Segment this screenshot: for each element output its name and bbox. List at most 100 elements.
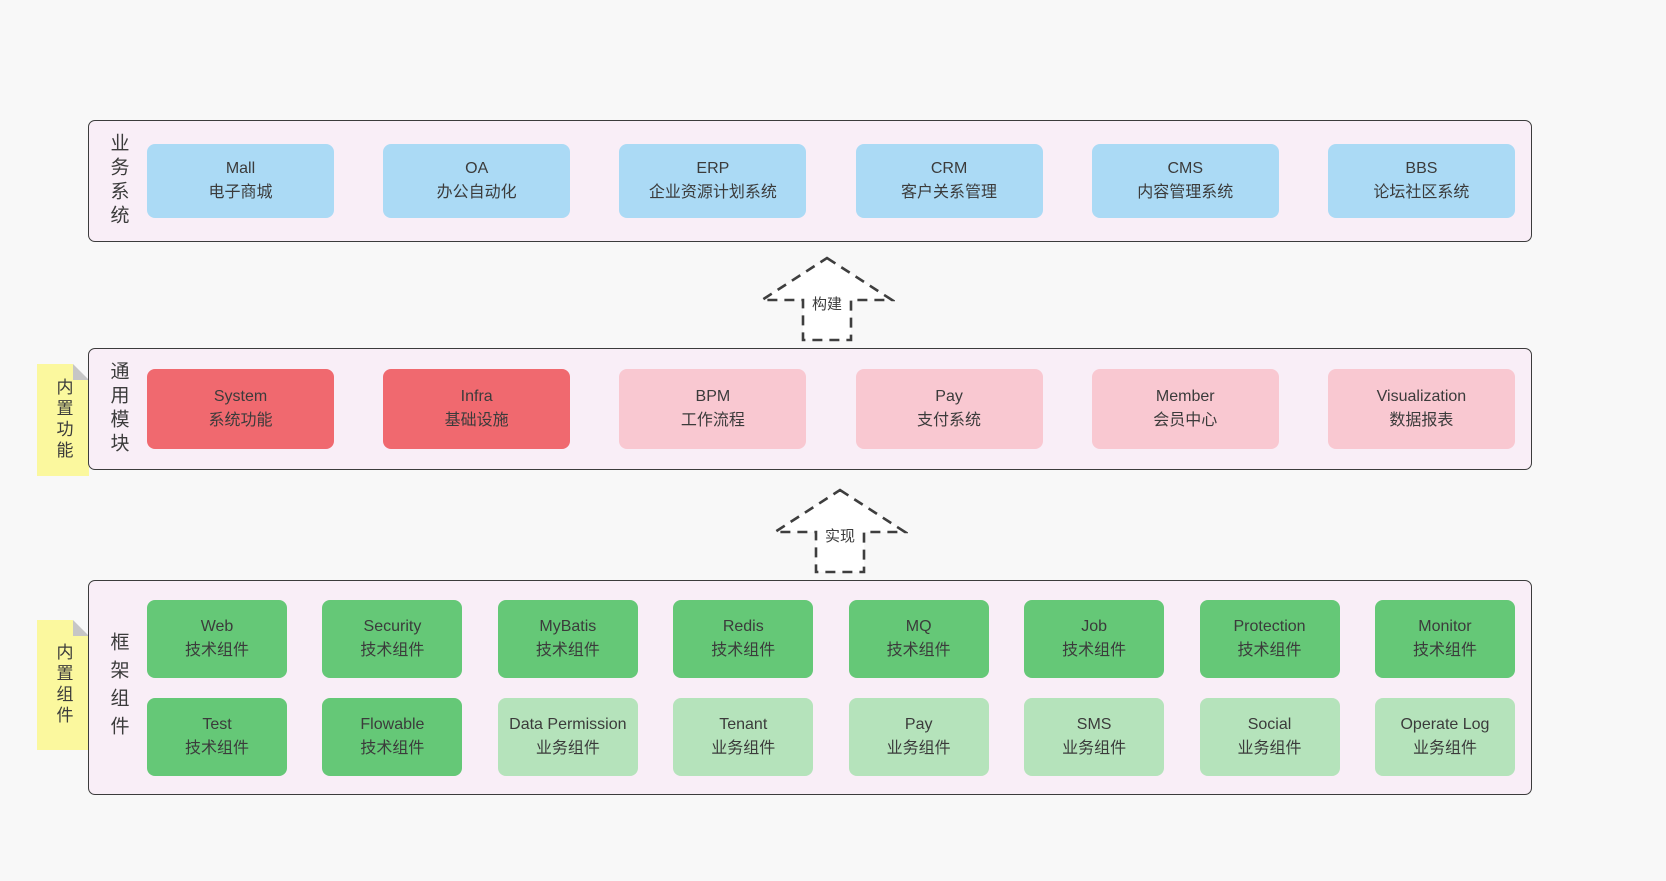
node-pay-component: Pay 业务组件 [848, 697, 989, 776]
node-zh-label: 支付系统 [917, 412, 982, 429]
node-test: Test 技术组件 [147, 697, 287, 776]
node-en-label: BPM [695, 388, 731, 405]
layer-label-framework-components: 框架组件 [107, 631, 129, 744]
node-en-label: Data Permission [509, 715, 627, 733]
node-en-label: Job [1081, 617, 1107, 635]
arrow-implement: 实现 [770, 487, 910, 575]
node-pay: Pay 支付系统 [855, 369, 1043, 449]
node-zh-label: 电子商城 [208, 184, 273, 201]
node-security: Security 技术组件 [322, 599, 463, 678]
node-system: System 系统功能 [147, 369, 334, 449]
component-rows: Web 技术组件 Security 技术组件 MyBatis 技术组件 Redi… [147, 581, 1531, 794]
node-web: Web 技术组件 [147, 599, 287, 678]
node-en-label: Web [200, 617, 234, 635]
node-zh-label: 基础设施 [444, 412, 509, 429]
node-en-label: Flowable [360, 715, 425, 733]
node-tenant: Tenant 业务组件 [673, 697, 814, 776]
node-en-label: Member [1155, 388, 1215, 405]
node-erp: ERP 企业资源计划系统 [619, 144, 807, 218]
arrow-build-label: 构建 [808, 293, 846, 314]
node-protection: Protection 技术组件 [1199, 599, 1340, 678]
node-zh-label: 业务组件 [535, 739, 600, 757]
node-zh-label: 技术组件 [1237, 641, 1302, 659]
node-zh-label: 技术组件 [360, 739, 425, 757]
node-bbs: BBS 论坛社区系统 [1327, 144, 1515, 218]
node-crm: CRM 客户关系管理 [855, 144, 1043, 218]
node-zh-label: 业务组件 [1412, 739, 1477, 757]
node-en-label: Security [363, 617, 422, 635]
node-zh-label: 系统功能 [208, 412, 273, 429]
layer-label-business-systems: 业务系统 [107, 133, 129, 229]
node-en-label: Social [1247, 715, 1292, 733]
module-node-row: System 系统功能 Infra 基础设施 BPM 工作流程 Pay 支付系统… [147, 349, 1531, 469]
node-en-label: Operate Log [1400, 715, 1490, 733]
node-zh-label: 技术组件 [535, 641, 600, 659]
node-en-label: MQ [905, 617, 932, 635]
node-mq: MQ 技术组件 [848, 599, 989, 678]
node-infra: Infra 基础设施 [383, 369, 571, 449]
node-en-label: System [213, 388, 268, 405]
node-en-label: Infra [460, 388, 493, 405]
node-zh-label: 技术组件 [1412, 641, 1477, 659]
node-zh-label: 技术组件 [886, 641, 951, 659]
layer-label-common-modules: 通用模块 [107, 361, 129, 457]
node-en-label: Visualization [1376, 388, 1467, 405]
node-bpm: BPM 工作流程 [619, 369, 807, 449]
node-zh-label: 业务组件 [886, 739, 951, 757]
node-cms: CMS 内容管理系统 [1091, 144, 1279, 218]
tab-built-in-features: 内置功能 [37, 364, 89, 476]
node-visualization: Visualization 数据报表 [1327, 369, 1515, 449]
layer-common-modules: 通用模块 System 系统功能 Infra 基础设施 BPM 工作流程 Pay… [88, 348, 1532, 470]
node-operate-log: Operate Log 业务组件 [1374, 697, 1515, 776]
node-en-label: Mall [225, 160, 256, 177]
node-en-label: Protection [1233, 617, 1306, 635]
node-en-label: Test [202, 715, 232, 733]
component-row-2: Test 技术组件 Flowable 技术组件 Data Permission … [147, 697, 1515, 776]
node-member: Member 会员中心 [1091, 369, 1279, 449]
node-en-label: SMS [1076, 715, 1112, 733]
arrow-implement-label: 实现 [821, 525, 859, 546]
business-node-row: Mall 电子商城 OA 办公自动化 ERP 企业资源计划系统 CRM 客户关系… [147, 121, 1531, 241]
node-en-label: Pay [904, 715, 933, 733]
node-zh-label: 技术组件 [1062, 641, 1127, 659]
node-oa: OA 办公自动化 [383, 144, 571, 218]
node-zh-label: 技术组件 [360, 641, 425, 659]
arrow-build: 构建 [757, 255, 897, 343]
node-zh-label: 办公自动化 [436, 184, 517, 201]
component-row-1: Web 技术组件 Security 技术组件 MyBatis 技术组件 Redi… [147, 599, 1515, 678]
node-zh-label: 业务组件 [1237, 739, 1302, 757]
node-social: Social 业务组件 [1199, 697, 1340, 776]
node-zh-label: 内容管理系统 [1137, 184, 1234, 201]
node-en-label: MyBatis [539, 617, 597, 635]
node-job: Job 技术组件 [1024, 599, 1165, 678]
node-zh-label: 会员中心 [1153, 412, 1218, 429]
node-zh-label: 论坛社区系统 [1373, 184, 1470, 201]
node-zh-label: 企业资源计划系统 [648, 184, 777, 201]
node-monitor: Monitor 技术组件 [1374, 599, 1515, 678]
node-flowable: Flowable 技术组件 [322, 697, 463, 776]
node-zh-label: 业务组件 [1062, 739, 1127, 757]
node-zh-label: 客户关系管理 [901, 184, 998, 201]
node-zh-label: 技术组件 [711, 641, 776, 659]
node-zh-label: 工作流程 [680, 412, 745, 429]
layer-business-systems: 业务系统 Mall 电子商城 OA 办公自动化 ERP 企业资源计划系统 CRM… [88, 120, 1532, 242]
node-zh-label: 业务组件 [711, 739, 776, 757]
node-en-label: Tenant [719, 715, 768, 733]
node-en-label: CMS [1167, 160, 1204, 177]
node-en-label: OA [465, 160, 489, 177]
node-redis: Redis 技术组件 [673, 599, 814, 678]
node-sms: SMS 业务组件 [1024, 697, 1165, 776]
node-en-label: Redis [722, 617, 764, 635]
node-en-label: ERP [696, 160, 730, 177]
node-en-label: BBS [1405, 160, 1438, 177]
node-data-permission: Data Permission 业务组件 [497, 697, 638, 776]
node-en-label: Monitor [1418, 617, 1472, 635]
node-zh-label: 技术组件 [184, 641, 249, 659]
layer-framework-components: 框架组件 Web 技术组件 Security 技术组件 MyBatis 技术组件… [88, 580, 1532, 795]
node-mybatis: MyBatis 技术组件 [497, 599, 638, 678]
node-zh-label: 技术组件 [184, 739, 249, 757]
node-en-label: Pay [935, 388, 963, 405]
node-mall: Mall 电子商城 [147, 144, 334, 218]
tab-built-in-components: 内置组件 [37, 620, 89, 750]
node-zh-label: 数据报表 [1389, 412, 1454, 429]
